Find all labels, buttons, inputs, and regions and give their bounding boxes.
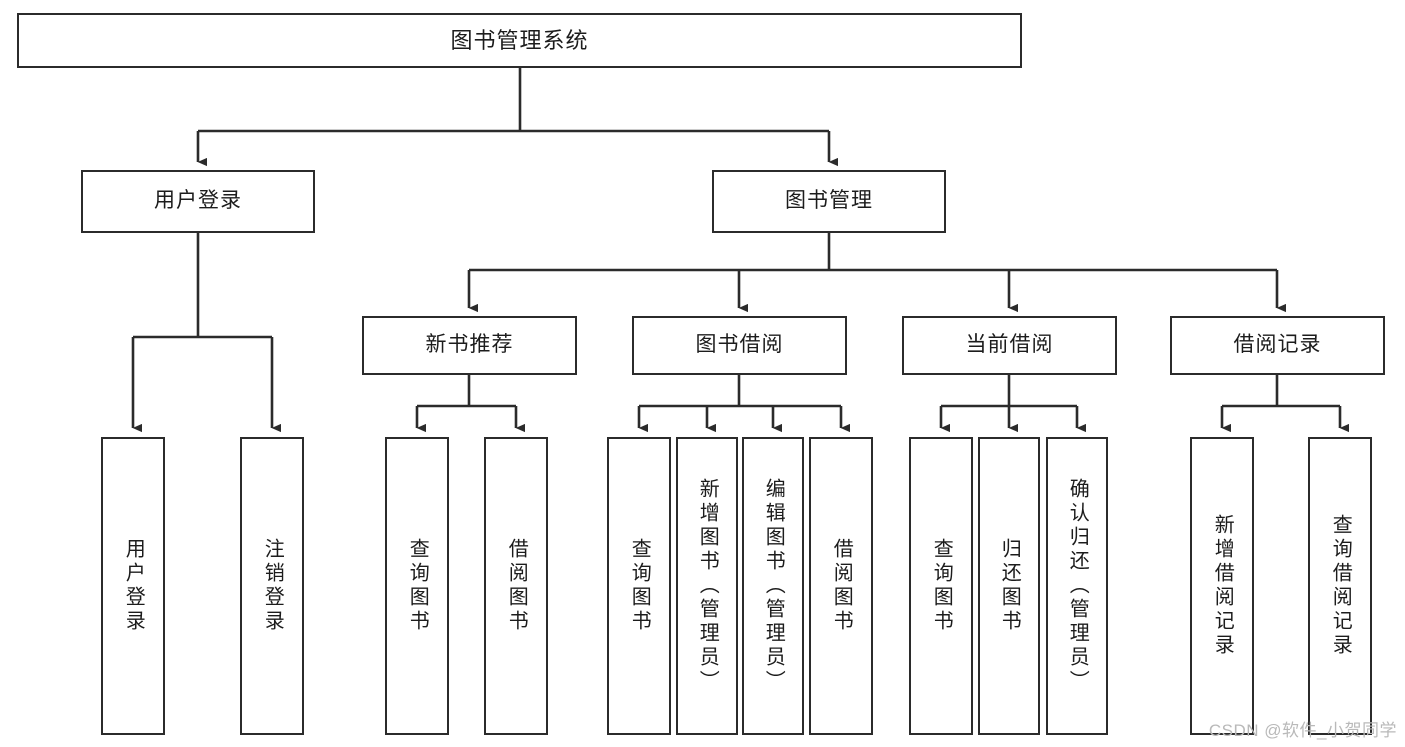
node-book-management[interactable]: 图书管理 <box>712 170 946 233</box>
node-label: 当前借阅 <box>965 333 1054 357</box>
node-new-book-recommend[interactable]: 新书推荐 <box>362 316 577 375</box>
node-label: 图书管理系统 <box>450 27 589 53</box>
node-borrow-record[interactable]: 借阅记录 <box>1170 316 1385 375</box>
node-label: 注销登录 <box>261 538 284 634</box>
leaf-book-borrow-edit-book-admin[interactable]: 编辑图书（管理员） <box>742 437 804 735</box>
node-label: 查询图书 <box>628 538 651 634</box>
leaf-book-borrow-borrow-books[interactable]: 借阅图书 <box>809 437 873 735</box>
node-book-borrow[interactable]: 图书借阅 <box>632 316 847 375</box>
leaf-user-login-signout[interactable]: 注销登录 <box>240 437 304 735</box>
leaf-current-borrow-query-books[interactable]: 查询图书 <box>909 437 973 735</box>
node-label: 借阅图书 <box>505 538 528 634</box>
node-label: 新增图书（管理员） <box>696 478 719 694</box>
leaf-current-borrow-return-books[interactable]: 归还图书 <box>978 437 1040 735</box>
leaf-user-login-signin[interactable]: 用户登录 <box>101 437 165 735</box>
leaf-new-book-borrow-books[interactable]: 借阅图书 <box>484 437 548 735</box>
node-label: 图书管理 <box>785 189 873 213</box>
leaf-new-book-query-books[interactable]: 查询图书 <box>385 437 449 735</box>
node-label: 归还图书 <box>998 538 1021 634</box>
node-label: 用户登录 <box>154 189 242 213</box>
node-label: 确认归还（管理员） <box>1066 478 1089 694</box>
node-current-borrow[interactable]: 当前借阅 <box>902 316 1117 375</box>
node-label: 查询借阅记录 <box>1329 514 1352 658</box>
node-root-book-management-system[interactable]: 图书管理系统 <box>17 13 1022 68</box>
leaf-book-borrow-query-books[interactable]: 查询图书 <box>607 437 671 735</box>
leaf-current-borrow-confirm-return-admin[interactable]: 确认归还（管理员） <box>1046 437 1108 735</box>
node-label: 图书借阅 <box>695 333 784 357</box>
csdn-watermark: CSDN @软件_小贺同学 <box>1208 721 1397 740</box>
node-label: 查询图书 <box>406 538 429 634</box>
leaf-borrow-record-add-record[interactable]: 新增借阅记录 <box>1190 437 1254 735</box>
node-user-login[interactable]: 用户登录 <box>81 170 315 233</box>
node-label: 查询图书 <box>930 538 953 634</box>
node-label: 新书推荐 <box>425 333 514 357</box>
leaf-book-borrow-add-book-admin[interactable]: 新增图书（管理员） <box>676 437 738 735</box>
leaf-borrow-record-query-record[interactable]: 查询借阅记录 <box>1308 437 1372 735</box>
node-label: 编辑图书（管理员） <box>762 478 785 694</box>
node-label: 借阅记录 <box>1233 333 1322 357</box>
node-label: 新增借阅记录 <box>1211 514 1234 658</box>
node-label: 用户登录 <box>122 538 145 634</box>
node-label: 借阅图书 <box>830 538 853 634</box>
